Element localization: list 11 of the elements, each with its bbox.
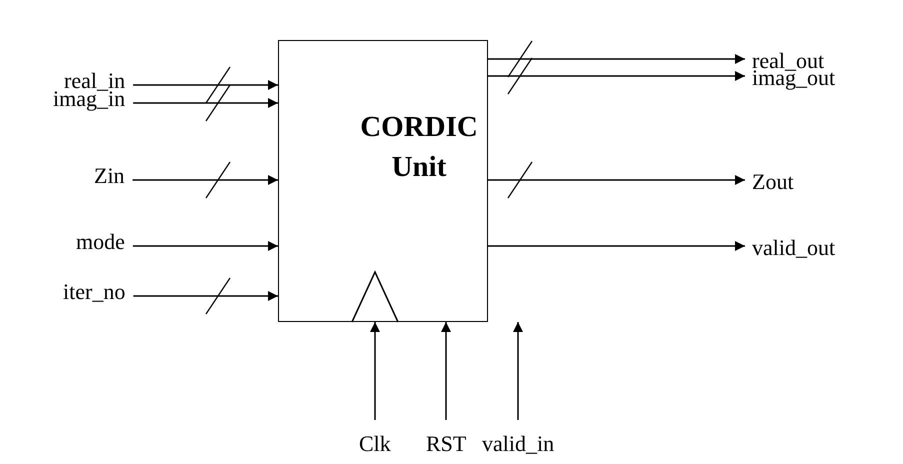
signal-label: Zin — [94, 164, 125, 188]
signal-label: real_in — [64, 69, 126, 93]
signal-label: Clk — [359, 432, 391, 456]
cordic-unit-block — [278, 40, 488, 322]
signal-label: iter_no — [63, 280, 126, 304]
signal-label: valid_in — [482, 432, 554, 456]
block-title: CORDIC Unit — [359, 110, 479, 185]
signal-label: valid_out — [752, 236, 836, 260]
signal-label: RST — [426, 432, 466, 456]
signal-label: Zout — [752, 170, 794, 194]
signal-label: mode — [76, 230, 125, 254]
